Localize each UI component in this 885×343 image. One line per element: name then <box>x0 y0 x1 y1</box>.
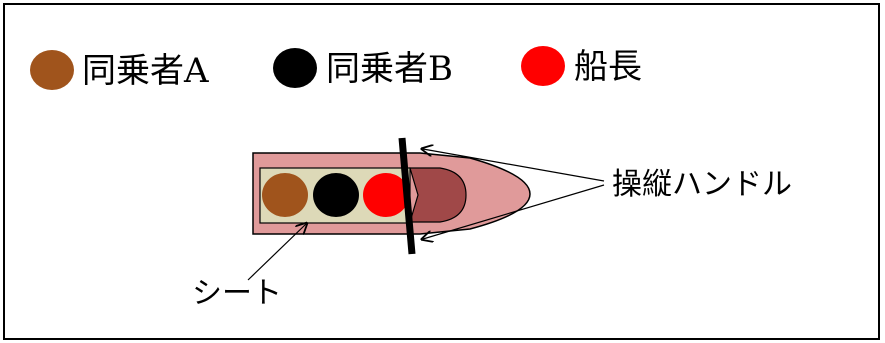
legend-label-captain: 船長 <box>574 47 642 87</box>
seat-captain <box>363 173 409 217</box>
boat-console <box>409 167 467 223</box>
seat-passenger-b <box>313 173 359 217</box>
steering-handle <box>398 137 416 255</box>
seat-label: シート <box>192 276 282 311</box>
legend: 同乗者A 同乗者B 船長 <box>30 46 642 91</box>
legend-dot-captain <box>521 46 565 86</box>
boat <box>252 137 531 255</box>
legend-dot-passenger-b <box>273 48 317 88</box>
steering-handle-label: 操縦ハンドル <box>612 167 792 202</box>
legend-label-passenger-a: 同乗者A <box>82 51 209 91</box>
seat-passenger-a <box>262 173 308 217</box>
legend-label-passenger-b: 同乗者B <box>326 49 453 89</box>
legend-dot-passenger-a <box>30 50 74 90</box>
steering-callout: 操縦ハンドル <box>423 149 792 239</box>
seat-callout: シート <box>192 224 306 311</box>
